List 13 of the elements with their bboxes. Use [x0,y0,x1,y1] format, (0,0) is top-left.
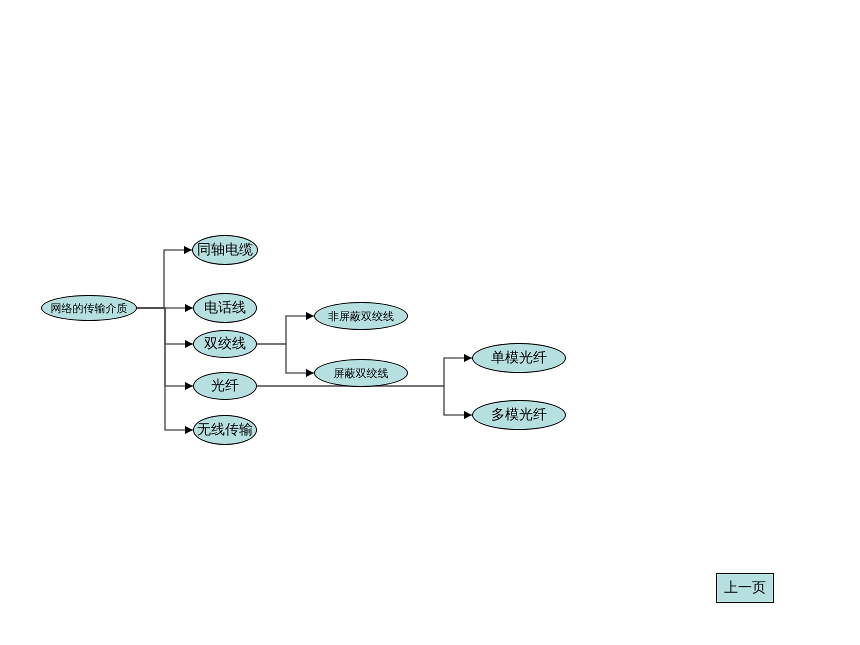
ellipse-node: 电话线 [193,293,257,323]
ellipse-node: 双绞线 [193,330,257,358]
ellipse-node: 单模光纤 [472,343,566,373]
connector-arrow [257,343,314,377]
ellipse-node: 无线传输 [193,415,257,445]
connector-arrow [137,307,193,434]
ellipse-node: 同轴电缆 [192,235,258,265]
ellipse-node: 光纤 [193,372,257,400]
ellipse-node: 屏蔽双绞线 [314,359,408,387]
ellipse-node: 多模光纤 [472,400,566,430]
ellipse-node: 网络的传输介质 [41,295,137,321]
page-button: 上一页 [716,573,774,603]
ellipse-node: 非屏蔽双绞线 [314,302,408,330]
